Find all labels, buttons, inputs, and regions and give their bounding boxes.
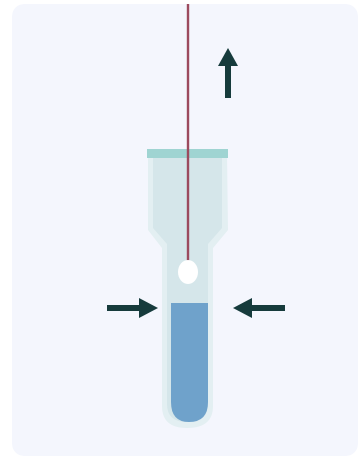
arrow-up-icon (218, 48, 238, 98)
arrow-left-icon (233, 298, 285, 318)
illustration-card (12, 4, 358, 456)
swab-tip (178, 260, 198, 284)
liquid (171, 303, 208, 422)
arrow-right-icon (107, 298, 158, 318)
swab-extraction-illustration (12, 4, 358, 456)
